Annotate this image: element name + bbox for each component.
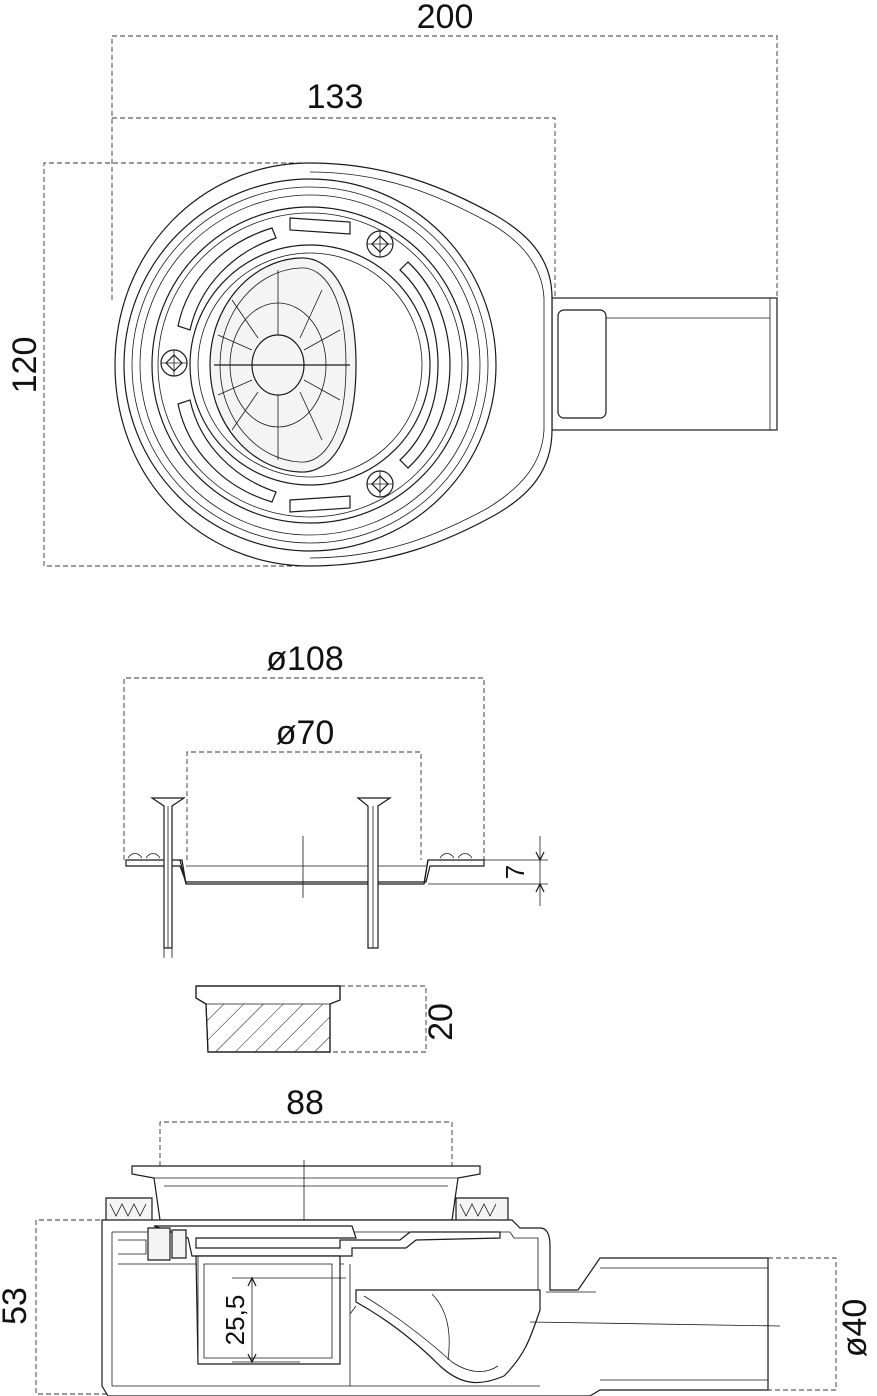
top-view-dimension-lines xyxy=(43,35,778,567)
top-outlet-pipe xyxy=(551,297,778,431)
screw-head-icon xyxy=(160,349,188,377)
section-outlet-elbow xyxy=(355,1289,541,1384)
dimension-flange-diameter: ø108 xyxy=(266,640,344,678)
dimension-grate-diameter: ø70 xyxy=(276,714,335,752)
screw-head-icon xyxy=(366,470,394,498)
dimension-total-height: 53 xyxy=(0,1287,34,1325)
top-view: 200 133 120 xyxy=(6,0,778,567)
screw-head-icon xyxy=(366,230,394,258)
dimension-body-height: 120 xyxy=(6,337,44,394)
flange-plate xyxy=(125,859,485,885)
top-inner-ring xyxy=(189,244,431,486)
dimension-overall-length: 200 xyxy=(417,0,474,36)
dimension-outlet-diameter: ø40 xyxy=(836,1299,874,1358)
top-slots xyxy=(177,217,451,513)
dimension-water-seal: 25,5 xyxy=(220,1295,250,1346)
flange-bolt-right xyxy=(356,797,392,949)
dimension-body-width: 133 xyxy=(307,78,364,116)
section-top-cap xyxy=(131,1165,481,1221)
section-trap-cup xyxy=(195,1255,341,1365)
dimension-flange-thickness: 7 xyxy=(500,865,530,879)
drain-grate xyxy=(209,257,357,473)
section-view: 88 53 25,5 ø40 xyxy=(0,1084,874,1396)
dimension-top-diameter: 88 xyxy=(286,1084,324,1122)
top-outer-ring xyxy=(123,178,497,552)
dimension-trap-height: 20 xyxy=(422,1003,460,1041)
flange-side-view: ø108 ø70 7 xyxy=(123,640,548,958)
flange-bolt-left xyxy=(150,797,186,958)
trap-insert: 20 xyxy=(195,985,460,1053)
